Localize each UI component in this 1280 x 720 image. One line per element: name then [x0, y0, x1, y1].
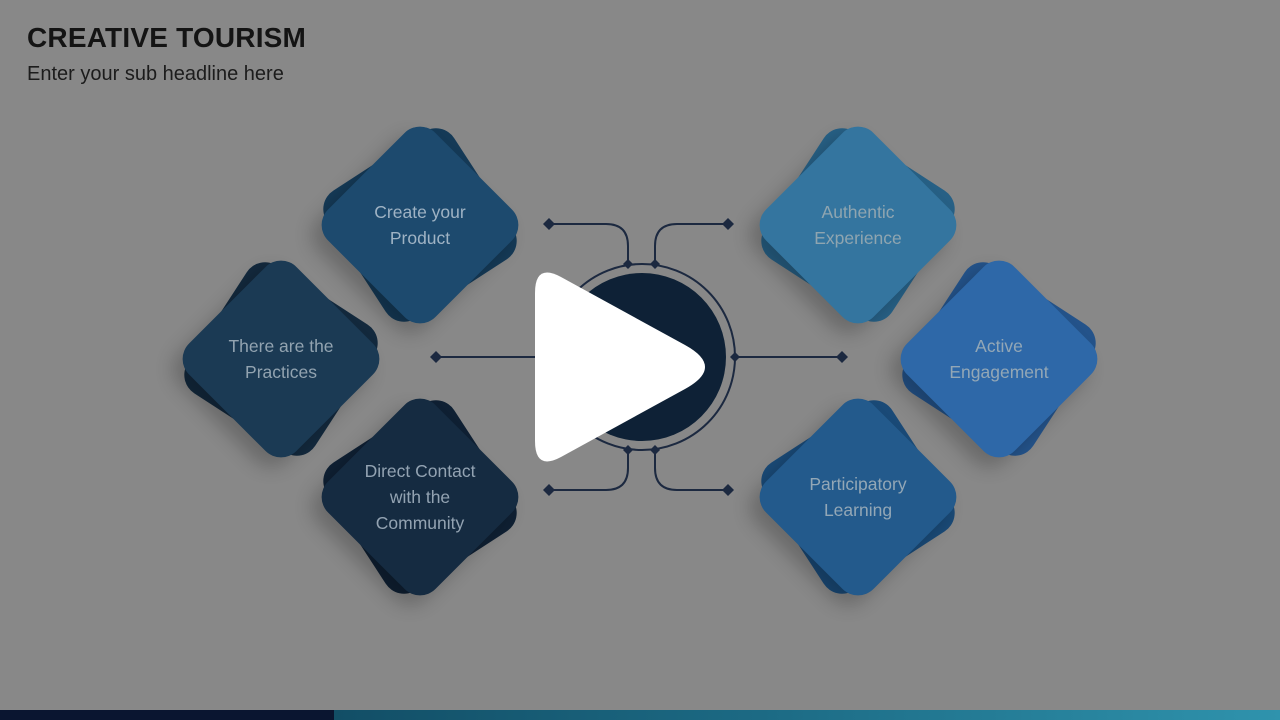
footer-bar-left: [0, 710, 334, 720]
node-label: Participatory Learning: [809, 473, 907, 520]
node-label: Authentic Experience: [814, 201, 902, 248]
node-label: Active Engagement: [949, 335, 1049, 382]
diagram-node-participatory-learning: Participatory Learning: [743, 382, 973, 612]
diagram-node-active-engagement: Active Engagement: [884, 244, 1114, 474]
node-label: Direct Contact with the Community: [364, 460, 476, 534]
page-subtitle: Enter your sub headline here: [27, 63, 284, 86]
diagram-node-direct-contact-with-the-community: Direct Contact with the Community: [305, 382, 535, 612]
diagram-node-create-your-product: Create your Product: [305, 110, 535, 340]
connector-bottom-right: [654, 451, 728, 491]
node-label: There are the Practices: [228, 335, 334, 382]
play-icon[interactable]: [535, 272, 705, 462]
diagram-node-there-are-the-practices: There are the Practices: [166, 244, 396, 474]
slide-header: CREATIVE TOURISM Enter your sub headline…: [27, 22, 306, 86]
connector-bottom-left: [549, 451, 629, 491]
diagram-node-authentic-experience: Authentic Experience: [743, 110, 973, 340]
page-title: CREATIVE TOURISM: [27, 22, 307, 53]
connector-top-left: [549, 223, 629, 263]
footer-bar-right: [334, 710, 1280, 720]
node-label: Create your Product: [374, 201, 466, 248]
connector-top-right: [654, 223, 728, 263]
